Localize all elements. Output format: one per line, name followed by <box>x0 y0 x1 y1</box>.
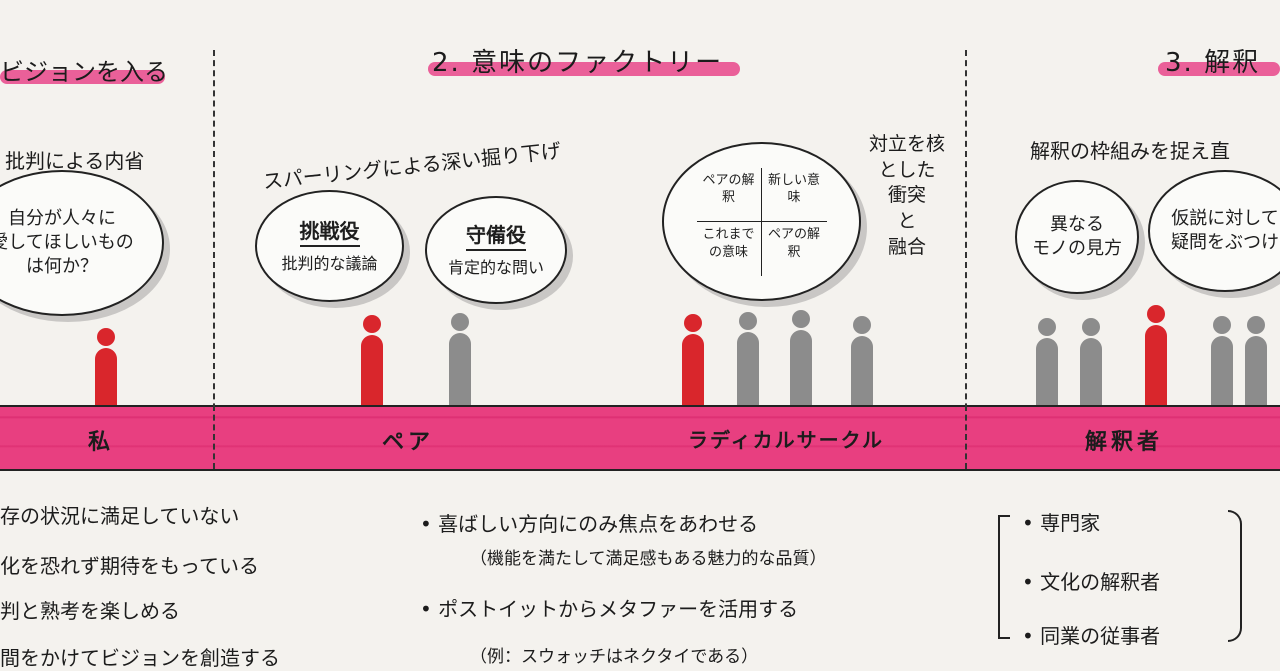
speech-bubble-defender: 守備役 肯定的な問い <box>425 196 567 304</box>
list-item: • 専門家 <box>1022 511 1101 535</box>
figure-circle-2 <box>737 312 759 420</box>
caption-line: 衝突 <box>887 184 926 207</box>
bubble-sub: 批判的な議論 <box>281 253 378 273</box>
caption-sparring: スパーリングによる深い掘り下げ <box>261 138 562 194</box>
band-label-interpreters: 解釈者 <box>1085 430 1164 455</box>
section-heading-2: 2. 意味のファクトリー <box>432 48 724 78</box>
figure-defender <box>449 313 471 420</box>
list-item: 化を恐れず期待をもっている <box>0 554 259 578</box>
band-label-self: 私 <box>88 430 115 455</box>
list-item: • 同業の従事者 <box>1022 624 1161 648</box>
speech-bubble-challenger: 挑戦役 批判的な議論 <box>255 190 404 302</box>
list-note: （例：スウォッチはネクタイである） <box>470 647 759 667</box>
bubble-line: 愛してほしいもの <box>0 231 134 253</box>
figure-self <box>95 328 117 420</box>
bubble-line: は何か？ <box>26 256 98 278</box>
bubble-line: 異なる <box>1050 213 1104 235</box>
bubble-line: モノの見方 <box>1032 238 1122 259</box>
figure-interpreter-4 <box>1211 316 1233 422</box>
list-item: 判と熟考を楽しめる <box>0 599 180 623</box>
section-heading-3: 3. 解釈 <box>1165 48 1261 78</box>
figure-interpreter-5 <box>1245 316 1267 422</box>
heading-highlight-2 <box>428 62 740 76</box>
band-label-circle: ラディカルサークル <box>688 428 884 452</box>
figure-circle-1 <box>682 314 704 420</box>
heading-highlight-1 <box>0 70 165 84</box>
bubble-sub: 肯定的な問い <box>447 257 544 277</box>
bubble-title: 守備役 <box>466 222 526 251</box>
list-note: （機能を満たして満足感もある魅力的な品質） <box>470 549 827 569</box>
caption-reframe: 解釈の枠組みを捉え直 <box>1030 139 1230 163</box>
caption-line: とした <box>878 158 936 181</box>
band-label-pair: ペア <box>382 430 435 455</box>
caption-line: と <box>897 209 917 232</box>
bubble-line: 疑問をぶつけ <box>1171 232 1279 253</box>
figure-interpreter-2 <box>1080 318 1102 422</box>
section-heading-1: ビジョンを入る <box>0 58 168 86</box>
list-item: 間をかけてビジョンを創造する <box>0 646 280 670</box>
band-divider-2 <box>965 405 967 469</box>
caption-conflict: 対立を核 とした 衝突 と 融合 <box>862 132 952 260</box>
quad-br: ペアの解釈 <box>767 227 820 260</box>
speech-bubble-quadrant: ペアの解釈 新しい意味 これまでの意味 ペアの解釈 <box>662 142 861 301</box>
caption-line: 対立を核 <box>868 133 945 155</box>
bracket-right <box>1228 510 1242 642</box>
figure-challenger <box>361 315 383 420</box>
quad-tl: ペアの解釈 <box>696 167 762 222</box>
bubble-title: 挑戦役 <box>299 218 360 247</box>
figure-interpreter-3 <box>1145 305 1167 419</box>
list-item: • 文化の解釈者 <box>1022 570 1161 594</box>
bubble-line: 自分が人々に <box>8 207 116 229</box>
heading-highlight-3 <box>1158 62 1280 76</box>
figure-interpreter-1 <box>1036 318 1058 422</box>
list-item: 存の状況に満足していない <box>0 504 240 528</box>
quad-bl: これまでの意味 <box>697 222 762 276</box>
caption-introspection: 批判による内省 <box>5 149 145 173</box>
speech-bubble-self: 自分が人々に 愛してほしいもの は何か？ <box>0 170 164 316</box>
band-divider-1 <box>213 405 215 469</box>
figure-circle-3 <box>790 310 812 420</box>
speech-bubble-different-view: 異なる モノの見方 <box>1015 180 1139 294</box>
figure-circle-4 <box>851 316 873 420</box>
section-divider-2 <box>965 50 967 470</box>
quadrant-grid: ペアの解釈 新しい意味 これまでの意味 ペアの解釈 <box>696 167 827 276</box>
speech-bubble-hypothesis: 仮説に対して 疑問をぶつけ <box>1148 170 1280 292</box>
list-item: • ポストイットからメタファーを活用する <box>420 597 799 621</box>
bracket-left <box>998 515 1010 639</box>
list-item: • 喜ばしい方向にのみ焦点をあわせる <box>420 512 759 536</box>
caption-line: 融合 <box>887 235 926 258</box>
quad-tr: 新しい意味 <box>761 168 827 222</box>
bubble-line: 仮説に対して <box>1171 207 1279 229</box>
section-divider-1 <box>213 50 215 470</box>
